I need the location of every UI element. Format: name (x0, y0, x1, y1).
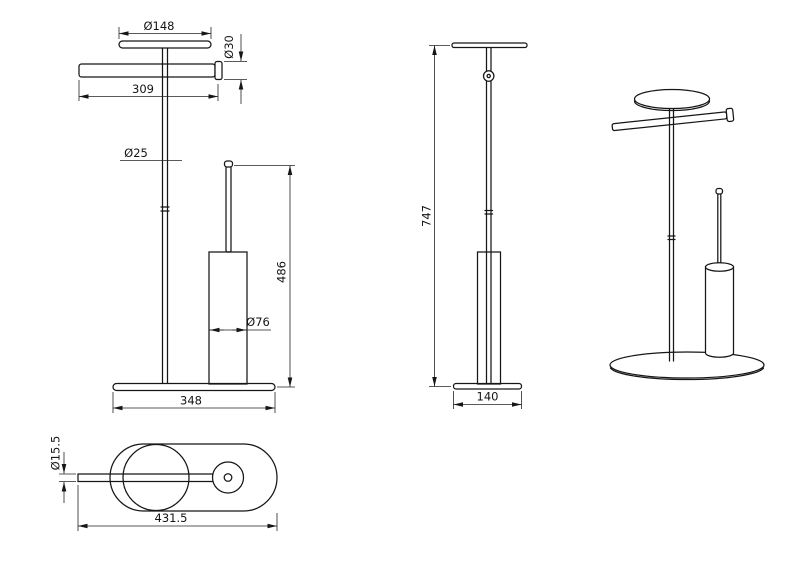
top-plate-circle (122, 443, 190, 512)
dim-label-base-depth: 140 (477, 390, 499, 404)
top-roll-bar (77, 473, 214, 483)
front-roll-bar-endcap (214, 60, 223, 81)
dim-top-overall-length (77, 485, 278, 531)
side-pole (484, 46, 494, 385)
top-brush-circle (211, 461, 245, 494)
perspective-view (609, 88, 765, 381)
dim-plate-diameter (118, 27, 212, 39)
top-base-outline (109, 443, 278, 512)
persp-brush-cylinder (704, 266, 735, 358)
front-brush-knob (223, 160, 234, 168)
persp-pole (667, 107, 676, 362)
persp-base (609, 351, 765, 381)
dim-base-width (112, 392, 276, 413)
dim-base-depth (453, 391, 522, 409)
dim-bar-length (78, 80, 219, 101)
front-brush-handle (225, 165, 232, 253)
persp-roll-bar (611, 107, 735, 132)
front-brush-cylinder (208, 251, 248, 385)
front-pole (160, 47, 170, 384)
dim-label-top-overall-length: 431.5 (155, 511, 188, 525)
dim-bar-diameter (224, 34, 247, 104)
persp-brush-knob (715, 187, 724, 195)
persp-top-plate (633, 88, 711, 112)
dim-label-base-width: 348 (180, 394, 202, 408)
dim-label-top-bar-diameter: Ø15.5 (49, 436, 63, 471)
dim-brush-height (234, 165, 295, 388)
dim-label-bar-diameter: Ø30 (222, 35, 236, 59)
dim-label-overall-height: 747 (420, 205, 434, 227)
side-mount-screw (482, 70, 495, 82)
front-roll-bar (78, 60, 223, 81)
dim-label-brush-height: 486 (275, 261, 289, 283)
top-brush-handle-circle (223, 473, 233, 482)
persp-brush (704, 187, 735, 358)
front-base (112, 382, 276, 392)
dim-label-pole-diameter: Ø25 (124, 146, 148, 160)
persp-brush-cylinder-top (704, 262, 735, 272)
dim-label-cup-diameter: Ø76 (246, 315, 270, 329)
side-top-plate (451, 42, 528, 49)
front-view: Ø148 Ø30 309 Ø25 486 (78, 19, 295, 413)
top-view: Ø15.5 431.5 (49, 436, 278, 531)
front-top-plate (118, 40, 212, 49)
side-mount-screw-center (486, 73, 491, 79)
dim-overall-height (429, 45, 451, 387)
side-brush-cylinder (476, 251, 502, 385)
dim-label-plate-diameter: Ø148 (143, 19, 174, 33)
persp-roll-bar-endcap (725, 107, 735, 123)
side-view: 747 140 (420, 42, 528, 409)
front-brush (208, 160, 248, 385)
dim-label-bar-length: 309 (132, 82, 154, 96)
dim-top-bar-diameter (59, 452, 76, 503)
